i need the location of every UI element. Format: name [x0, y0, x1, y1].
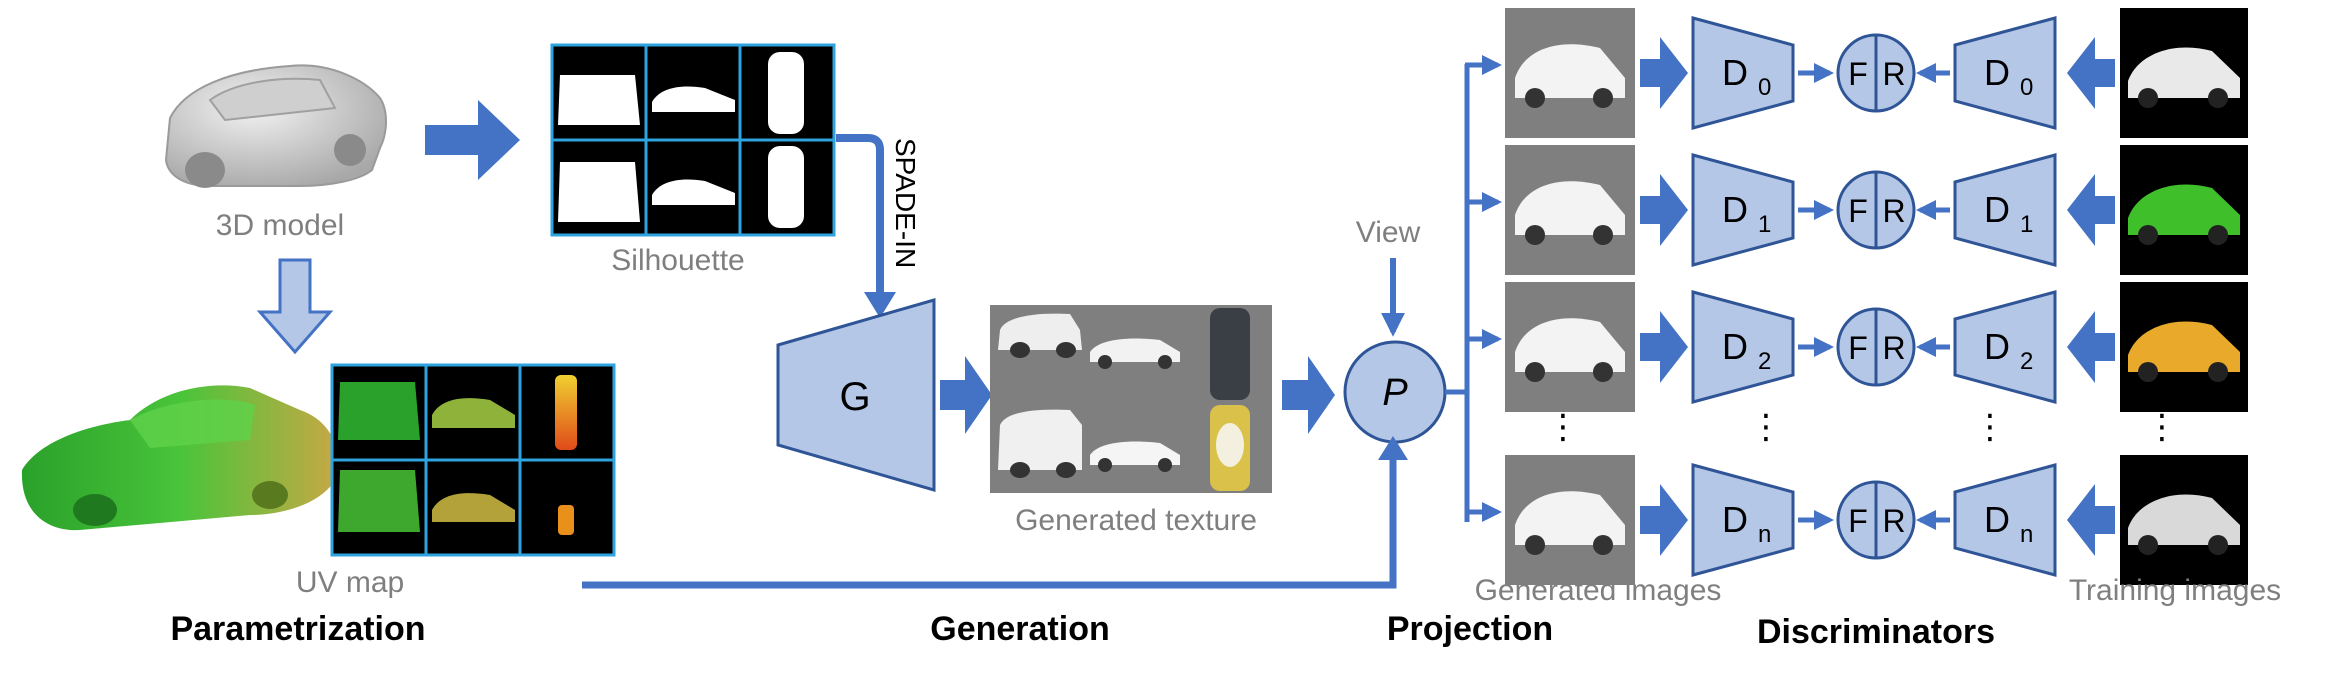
generator-block: [776, 298, 936, 492]
training-wheel-rear-3: [2208, 535, 2228, 555]
generated-wheel-rear-0: [1593, 88, 1613, 108]
generated-wheel-rear-1: [1593, 225, 1613, 245]
training-images-caption: Training images: [2069, 574, 2281, 607]
arrow-from-training-0: [2067, 37, 2115, 109]
discriminator-right-sub-3: n: [2020, 521, 2033, 548]
section-discriminators: Discriminators: [1757, 613, 1995, 651]
generated-wheel-front-1: [1525, 225, 1545, 245]
silhouette-grid: [550, 43, 836, 237]
uv-car: [21, 385, 339, 531]
uv-caption: UV map: [296, 566, 404, 599]
discriminator-left-label-3: D: [1722, 499, 1748, 540]
fr-real-2: R: [1882, 330, 1905, 366]
training-car-0: [2128, 47, 2240, 98]
discriminator-right-sub-1: 1: [2020, 211, 2033, 238]
generated-wheel-rear-3: [1593, 535, 1613, 555]
projection-label: P: [1382, 372, 1408, 414]
generated-texture: [990, 305, 1272, 493]
ellipsis-disc-right: ⋮: [1973, 408, 2007, 446]
discriminator-left-label-2: D: [1722, 326, 1748, 367]
training-car-2: [2128, 321, 2240, 372]
ellipsis-training: ⋮: [2145, 408, 2179, 446]
ellipsis-generated: ⋮: [1546, 408, 1580, 446]
discriminator-left-1: [1691, 153, 1795, 267]
view-caption: View: [1356, 216, 1421, 249]
discriminator-right-label-2: D: [1984, 326, 2010, 367]
generator-label: G: [839, 375, 870, 419]
arrow-from-training-3: [2067, 484, 2115, 556]
training-wheel-rear-0: [2208, 88, 2228, 108]
discriminator-left-3: [1691, 463, 1795, 577]
spade-connector: [836, 134, 884, 300]
section-parametrization: Parametrization: [170, 610, 425, 648]
section-generation: Generation: [930, 610, 1109, 648]
section-projection: Projection: [1387, 610, 1553, 648]
uv-feed-line: [582, 452, 1397, 589]
discriminator-right-3: [1953, 463, 2057, 577]
fr-real-1: R: [1882, 193, 1905, 229]
training-car-3: [2128, 494, 2240, 545]
arrow-texture-to-projection: [1282, 356, 1335, 434]
model-3d-car: [164, 64, 387, 188]
discriminator-left-sub-2: 2: [1758, 348, 1771, 375]
uv-map-grid: [330, 363, 616, 557]
training-wheel-front-3: [2138, 535, 2158, 555]
discriminator-right-sub-0: 0: [2020, 74, 2033, 101]
generated-car-2: [1515, 318, 1625, 372]
discriminator-left-sub-0: 0: [1758, 74, 1771, 101]
spade-label: SPADE-IN: [890, 138, 921, 268]
arrow-to-disc-left-1: [1640, 174, 1688, 246]
discriminator-left-label-0: D: [1722, 52, 1748, 93]
discriminator-left-2: [1691, 290, 1795, 404]
arrow-generator-to-texture: [940, 356, 992, 434]
generated-car-3: [1515, 491, 1625, 545]
discriminator-right-2: [1953, 290, 2057, 404]
training-wheel-front-1: [2138, 225, 2158, 245]
fr-fake-0: F: [1848, 56, 1868, 92]
fr-fake-1: F: [1848, 193, 1868, 229]
arrow-to-disc-left-2: [1640, 311, 1688, 383]
discriminator-left-0: [1691, 16, 1795, 130]
discriminator-right-0: [1953, 16, 2057, 130]
generated-wheel-rear-2: [1593, 362, 1613, 382]
discriminator-right-1: [1953, 153, 2057, 267]
generated-wheel-front-3: [1525, 535, 1545, 555]
arrow-model-to-silhouette: [425, 100, 520, 180]
training-wheel-front-0: [2138, 88, 2158, 108]
training-wheel-rear-1: [2208, 225, 2228, 245]
discriminator-right-label-3: D: [1984, 499, 2010, 540]
training-wheel-front-2: [2138, 362, 2158, 382]
fr-real-0: R: [1882, 56, 1905, 92]
arrow-model-to-uv: [256, 258, 334, 355]
ellipsis-disc-left: ⋮: [1749, 408, 1783, 446]
fr-real-3: R: [1882, 503, 1905, 539]
arrow-to-disc-left-3: [1640, 484, 1688, 556]
arrow-from-training-1: [2067, 174, 2115, 246]
fr-fake-3: F: [1848, 503, 1868, 539]
discriminator-right-label-0: D: [1984, 52, 2010, 93]
discriminator-left-label-1: D: [1722, 189, 1748, 230]
model-caption: 3D model: [216, 209, 344, 242]
silhouette-caption: Silhouette: [611, 244, 744, 277]
spade-arrowhead: [864, 292, 896, 318]
generated-car-1: [1515, 181, 1625, 235]
training-wheel-rear-2: [2208, 362, 2228, 382]
arrow-from-training-2: [2067, 311, 2115, 383]
discriminator-left-sub-1: 1: [1758, 211, 1771, 238]
uv-feed-arrowhead: [1378, 436, 1408, 460]
generated-wheel-front-0: [1525, 88, 1545, 108]
generated-wheel-front-2: [1525, 362, 1545, 382]
texture-caption: Generated texture: [1015, 504, 1257, 537]
training-car-1: [2128, 184, 2240, 235]
fr-fake-2: F: [1848, 330, 1868, 366]
discriminator-left-sub-3: n: [1758, 521, 1771, 548]
discriminator-right-sub-2: 2: [2020, 348, 2033, 375]
discriminator-right-label-1: D: [1984, 189, 2010, 230]
arrow-to-disc-left-0: [1640, 37, 1688, 109]
generated-car-0: [1515, 44, 1625, 98]
